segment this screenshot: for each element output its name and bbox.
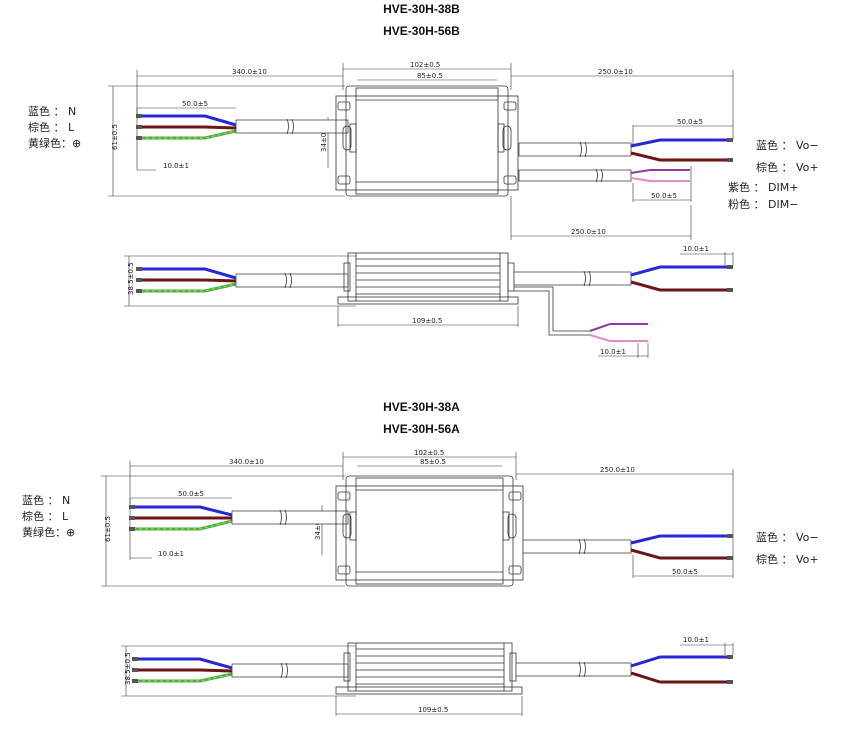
label-in-g-a: 黄绿色：⊕ bbox=[22, 525, 75, 539]
dim-strip-out-b: 50.0±5 bbox=[677, 118, 703, 126]
dim-tip-out-a: 10.0±1 bbox=[683, 636, 709, 644]
dim-tip-dim-b: 10.0±1 bbox=[600, 348, 626, 356]
label-out-pos-b: 棕色 ： Vo+ bbox=[756, 160, 819, 174]
dim-output-cable-a: 250.0±10 bbox=[600, 466, 635, 474]
label-dim-neg-b: 粉色 ： DIM− bbox=[728, 197, 798, 211]
dim-input-cable-a: 340.0±10 bbox=[229, 458, 264, 466]
label-out-neg-a: 蓝色 ： Vo− bbox=[756, 530, 819, 544]
label-in-n-a: 蓝色 ： N bbox=[22, 493, 70, 507]
label-in-g-b: 黄绿色：⊕ bbox=[28, 136, 81, 150]
dim-mount-height-a: 34±0.5 bbox=[314, 514, 322, 540]
dim-tip-in-b: 10.0±1 bbox=[163, 162, 189, 170]
dim-tip-out-b: 10.0±1 bbox=[683, 245, 709, 253]
b-top-view: 340.0±10 102±0.5 85±0.5 250.0±10 61±0.5 … bbox=[28, 61, 819, 240]
model-title-b2: HVE-30H-56B bbox=[383, 24, 460, 38]
dim-body-outer-b: 102±0.5 bbox=[410, 61, 440, 69]
dim-output-cable-b: 250.0±10 bbox=[598, 68, 633, 76]
model-title-a1: HVE-30H-38A bbox=[383, 400, 460, 414]
dim-strip-in-a: 50.0±5 bbox=[178, 490, 204, 498]
dim-strip-in-b: 50.0±5 bbox=[182, 100, 208, 108]
dim-body-length-a: 109±0.5 bbox=[418, 706, 448, 714]
dim-strip-dim-b: 50.0±5 bbox=[651, 192, 677, 200]
a-top-view: 340.0±10 102±0.5 85±0.5 250.0±10 61±0.5 … bbox=[22, 449, 819, 587]
dim-body-outer-a: 102±0.5 bbox=[414, 449, 444, 457]
label-out-pos-a: 棕色 ： Vo+ bbox=[756, 552, 819, 566]
dim-body-height-a: 61±0.5 bbox=[104, 516, 112, 542]
b-side-view: 38.5±0.5 109±0.5 bbox=[124, 245, 734, 358]
label-in-n-b: 蓝色 ： N bbox=[28, 104, 76, 118]
dim-body-inner-b: 85±0.5 bbox=[417, 72, 443, 80]
label-dim-pos-b: 紫色 ： DIM+ bbox=[728, 180, 798, 194]
dim-dim-cable-b: 250.0±10 bbox=[571, 228, 606, 236]
dim-tip-in-a: 10.0±1 bbox=[158, 550, 184, 558]
a-side-view: 38.5±0.5 109±0.5 10.0±1 bbox=[121, 636, 734, 716]
dim-side-height-b: 38.5±0.5 bbox=[127, 262, 135, 295]
dim-body-length-b: 109±0.5 bbox=[412, 317, 442, 325]
label-in-l-a: 棕色 ： L bbox=[22, 509, 69, 523]
model-title-a2: HVE-30H-56A bbox=[383, 422, 460, 436]
model-title-b1: HVE-30H-38B bbox=[383, 2, 460, 16]
dim-body-height-b: 61±0.5 bbox=[111, 124, 119, 150]
dim-input-cable-b: 340.0±10 bbox=[232, 68, 267, 76]
label-out-neg-b: 蓝色 ： Vo− bbox=[756, 138, 819, 152]
dim-side-height-a: 38.5±0.5 bbox=[124, 652, 132, 685]
dim-body-inner-a: 85±0.5 bbox=[420, 458, 446, 466]
label-in-l-b: 棕色 ： L bbox=[28, 120, 75, 134]
dim-strip-out-a: 50.0±5 bbox=[672, 568, 698, 576]
dim-mount-height-b: 34±0.5 bbox=[320, 126, 328, 152]
